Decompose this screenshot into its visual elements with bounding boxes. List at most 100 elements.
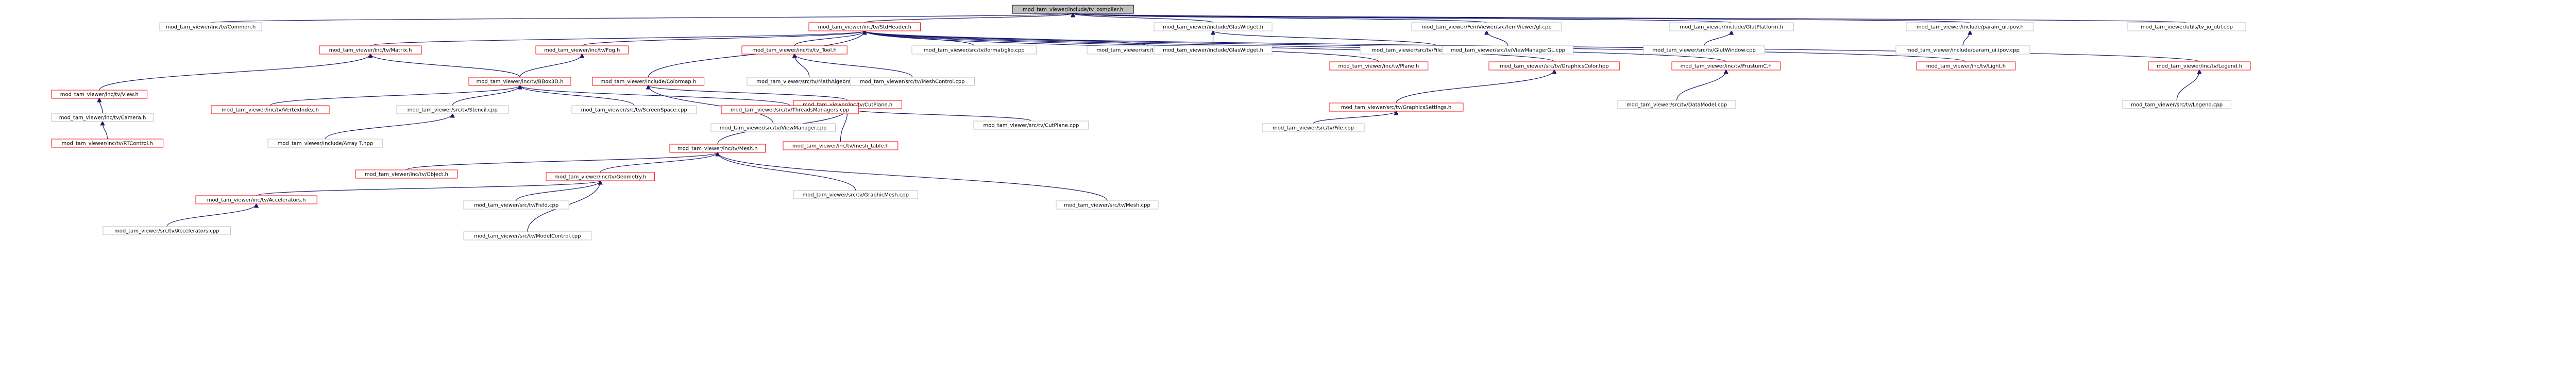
node-stdmodel[interactable]: mod_tam_viewer/inc/tv/StdHeader.h [808,22,921,31]
node-meshcpp2[interactable]: mod_tam_viewer/src/tv/Mesh.cpp [1056,200,1159,210]
node-arrayt[interactable]: mod_tam_viewer/include/Array T.hpp [267,139,383,148]
node-modelctl[interactable]: mod_tam_viewer/src/tv/ModelControl.cpp [463,231,592,240]
node-box[interactable] [1643,45,1765,55]
node-box[interactable] [1056,200,1159,210]
node-legendcpp[interactable]: mod_tam_viewer/src/tv/Legend.cpp [2122,100,2231,109]
node-fieldcpp[interactable]: mod_tam_viewer/src/tv/Field.cpp [463,200,569,210]
node-box[interactable] [1154,22,1273,31]
node-box[interactable] [1671,61,1781,71]
node-box[interactable] [721,105,859,114]
node-param[interactable]: mod_tam_viewer/include/param_ui.ipov.h [1906,22,2035,31]
node-colormap[interactable]: mod_tam_viewer/include/Colormap.h [592,77,705,86]
node-filecpp[interactable]: mod_tam_viewer/src/tv/File.cpp [1262,123,1365,132]
node-glwidget[interactable]: mod_tam_viewer/include/GlasWidget.h [1154,22,1273,31]
node-tvtool[interactable]: mod_tam_viewer/inc/tv/tv_Tool.h [741,45,848,55]
node-box[interactable] [211,105,330,114]
node-paramcpp[interactable]: mod_tam_viewer/include/param_ui.ipov.cpp [1895,45,2030,55]
node-utils[interactable]: mod_tam_viewer/utils/tv_io_util.cpp [2127,22,2246,31]
node-box[interactable] [355,169,458,179]
node-label: mod_tam_viewer/src/tv/GraphicsColor.hpp [1500,64,1608,70]
node-box[interactable] [1329,102,1464,112]
node-box[interactable] [51,139,164,148]
node-stencil[interactable]: mod_tam_viewer/src/tv/Stencil.cpp [396,105,509,114]
node-box[interactable] [319,45,422,55]
node-box[interactable] [1442,45,1574,55]
node-box[interactable] [1329,61,1429,71]
node-plane[interactable]: mod_tam_viewer/inc/tv/Plane.h [1329,61,1429,71]
node-rtcontrol[interactable]: mod_tam_viewer/inc/tv/RTControl.h [51,139,164,148]
node-box[interactable] [159,22,262,31]
node-bbox3d[interactable]: mod_tam_viewer/inc/tv/BBox3D.h [468,77,571,86]
node-box[interactable] [808,22,921,31]
node-graphcolor[interactable]: mod_tam_viewer/src/tv/GraphicsColor.hpp [1488,61,1620,71]
node-vertexproc[interactable]: mod_tam_viewer/inc/tv/VertexIndex.h [211,105,330,114]
node-box[interactable] [1916,61,2016,71]
node-box[interactable] [546,172,655,181]
node-vmcpp[interactable]: mod_tam_viewer/src/tv/ViewManagerGL.cpp [1442,45,1574,55]
node-camera[interactable]: mod_tam_viewer/inc/tv/Camera.h [51,113,154,122]
node-shadowcpp[interactable]: mod_tam_viewer/src/tv/DataModel.cpp [1617,100,1736,109]
node-box[interactable] [1411,22,1562,31]
node-box[interactable] [1617,100,1736,109]
node-box[interactable] [267,139,383,148]
node-root[interactable]: mod_tam_viewer/include/tv_compiler.h [1012,5,1134,14]
node-accel[interactable]: mod_tam_viewer/inc/tv/Accelerators.h [195,195,317,204]
node-accelcpp[interactable]: mod_tam_viewer/src/tv/Accelerators.cpp [103,226,231,235]
node-box[interactable] [468,77,571,86]
node-box[interactable] [2127,22,2246,31]
node-box[interactable] [911,45,1037,55]
node-box[interactable] [463,200,569,210]
node-view[interactable]: mod_tam_viewer/inc/tv/View.h [51,90,148,99]
node-box[interactable] [103,226,231,235]
node-fmtvis[interactable]: mod_tam_viewer/src/tv/format/glio.cpp [911,45,1037,55]
node-threadcpp[interactable]: mod_tam_viewer/src/tv/ThreadsManagers.cp… [721,105,859,114]
node-label: mod_tam_viewer/inc/tv/Light.h [1926,64,2006,70]
node-glutcpp[interactable]: mod_tam_viewer/src/tv/GlutWindow.cpp [1643,45,1765,55]
node-box[interactable] [51,113,154,122]
node-fog[interactable]: mod_tam_viewer/inc/tv/Fog.h [535,45,629,55]
node-box[interactable] [1154,45,1273,55]
node-box[interactable] [2122,100,2231,109]
node-box[interactable] [1012,5,1134,14]
edge-bbox3d-to-matrix [370,54,520,78]
node-cpcpp[interactable]: mod_tam_viewer/src/tv/CutPlane.cpp [973,120,1089,130]
node-vmcpp2[interactable]: mod_tam_viewer/src/tv/ViewManager.cpp [710,123,836,132]
node-meshtable[interactable]: mod_tam_viewer/inc/tv/mesh_table.h [783,141,899,150]
node-box[interactable] [2148,61,2251,71]
node-box[interactable] [592,77,705,86]
node-box[interactable] [396,105,509,114]
node-box[interactable] [1895,45,2030,55]
node-box[interactable] [1669,22,1794,31]
node-box[interactable] [783,141,899,150]
node-box[interactable] [741,45,848,55]
node-box[interactable] [195,195,317,204]
node-object[interactable]: mod_tam_viewer/inc/tv/Object.h [355,169,458,179]
node-box[interactable] [1488,61,1620,71]
node-box[interactable] [850,77,975,86]
node-box[interactable] [1906,22,2035,31]
node-box[interactable] [535,45,629,55]
node-box[interactable] [793,190,918,199]
node-glwidcpp[interactable]: mod_tam_viewer/include/GlasWidget.h [1154,45,1273,55]
node-legend[interactable]: mod_tam_viewer/inc/tv/Legend.h [2148,61,2251,71]
node-meshcpp[interactable]: mod_tam_viewer/src/tv/MeshControl.cpp [850,77,975,86]
node-graphset[interactable]: mod_tam_viewer/src/tv/GraphicsSettings.h [1329,102,1464,112]
node-common[interactable]: mod_tam_viewer/inc/tv/Common.h [159,22,262,31]
node-screen[interactable]: mod_tam_viewer/src/tv/ScreenSpace.cpp [571,105,697,114]
node-graphmesh[interactable]: mod_tam_viewer/src/tv/GraphicMesh.cpp [793,190,918,199]
node-geometry[interactable]: mod_tam_viewer/inc/tv/Geometry.h [546,172,655,181]
node-glutwidget[interactable]: mod_tam_viewer/include/GlutPlatform.h [1669,22,1794,31]
node-label: mod_tam_viewer/src/tv/Field.cpp [474,203,558,209]
node-box[interactable] [463,231,592,240]
node-box[interactable] [669,144,766,153]
node-box[interactable] [51,90,148,99]
node-box[interactable] [710,123,836,132]
node-box[interactable] [973,120,1089,130]
node-matrix[interactable]: mod_tam_viewer/inc/tv/Matrix.h [319,45,422,55]
node-box[interactable] [1262,123,1365,132]
node-frustum[interactable]: mod_tam_viewer/inc/tv/FrustumC.h [1671,61,1781,71]
node-viewwidget[interactable]: mod_tam_viewer/FemViewer/src/femViewer/g… [1411,22,1562,31]
node-light[interactable]: mod_tam_viewer/inc/tv/Light.h [1916,61,2016,71]
node-mesh[interactable]: mod_tam_viewer/inc/tv/Mesh.h [669,144,766,153]
node-box[interactable] [571,105,697,114]
